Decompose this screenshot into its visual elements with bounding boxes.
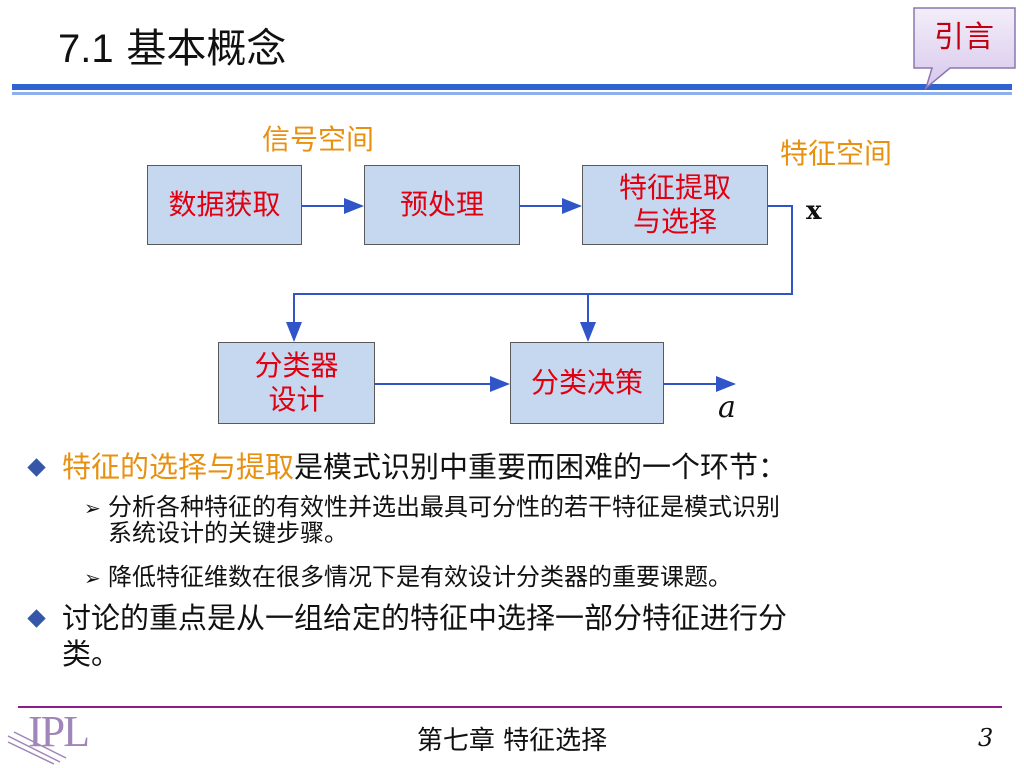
ipl-logo-icon [7, 731, 67, 765]
bullet-2-line2: 类。 [62, 637, 121, 671]
box-preprocessing: 预处理 [364, 165, 520, 245]
page-number: 3 [978, 724, 994, 752]
connector-feature-output [286, 205, 793, 342]
sub-bullet-1-line1: 分析各种特征的有效性并选出最具可分性的若干特征是模式识别 [108, 493, 780, 521]
bullet-1-rest: 是模式识别中重要而困难的一个环节： [294, 450, 788, 484]
title-number: 7.1 [58, 27, 114, 71]
logo-text: IPL [28, 707, 90, 756]
bullet-2-line1: 讨论的重点是从一组给定的特征中选择一部分特征进行分 [62, 601, 788, 635]
box-feature-line1: 特征提取 [618, 171, 731, 204]
sub-bullet-1-line2: 系统设计的关键步骤。 [108, 519, 348, 547]
callout-bubble[interactable] [912, 6, 1017, 90]
box-decision-label: 分类决策 [530, 366, 643, 399]
diagram-connectors [286, 198, 793, 392]
title-rule-thick [12, 84, 1012, 90]
box-classifier-line2: 设计 [268, 383, 325, 416]
feature-space-label: 特征空间 [780, 137, 893, 170]
slide-title: 7.1 基本概念 [58, 24, 286, 74]
bullet-1-highlight: 特征的选择与提取 [62, 450, 295, 484]
bullet-diamond-icon [27, 458, 46, 477]
box-data-acquisition: 数据获取 [147, 165, 302, 245]
box-classifier-design: 分类器 设计 [218, 342, 375, 424]
sub-bullet-arrow-icon: ➢ [84, 566, 101, 590]
signal-space-label: 信号空间 [262, 123, 375, 156]
footer-chapter: 第七章 特征选择 [416, 726, 608, 756]
callout-label[interactable]: 引言 [934, 20, 994, 55]
sub-bullet-2: 降低特征维数在很多情况下是有效设计分类器的重要课题。 [108, 563, 732, 591]
box-feature-extraction: 特征提取 与选择 [582, 165, 768, 245]
title-rule-thin [12, 92, 1012, 95]
box-classifier-line1: 分类器 [254, 349, 339, 382]
bullet-item-2: 讨论的重点是从一组给定的特征中选择一部分特征进行分 类。 [62, 600, 787, 672]
footer-rule [18, 706, 1002, 708]
box-feature-line2: 与选择 [632, 205, 717, 238]
output-x-label: x [806, 196, 822, 226]
box-preprocessing-label: 预处理 [399, 188, 484, 221]
box-data-acquisition-label: 数据获取 [168, 188, 281, 221]
bullet-item-1: 特征的选择与提取是模式识别中重要而困难的一个环节： [62, 449, 787, 485]
sub-bullet-1: 分析各种特征的有效性并选出最具可分性的若干特征是模式识别 系统设计的关键步骤。 [108, 494, 780, 546]
title-text: 基本概念 [126, 26, 287, 72]
box-classification-decision: 分类决策 [510, 342, 664, 424]
sub-bullet-arrow-icon: ➢ [84, 496, 101, 520]
bullet-diamond-icon [27, 609, 46, 628]
output-a-label: a [718, 390, 736, 425]
